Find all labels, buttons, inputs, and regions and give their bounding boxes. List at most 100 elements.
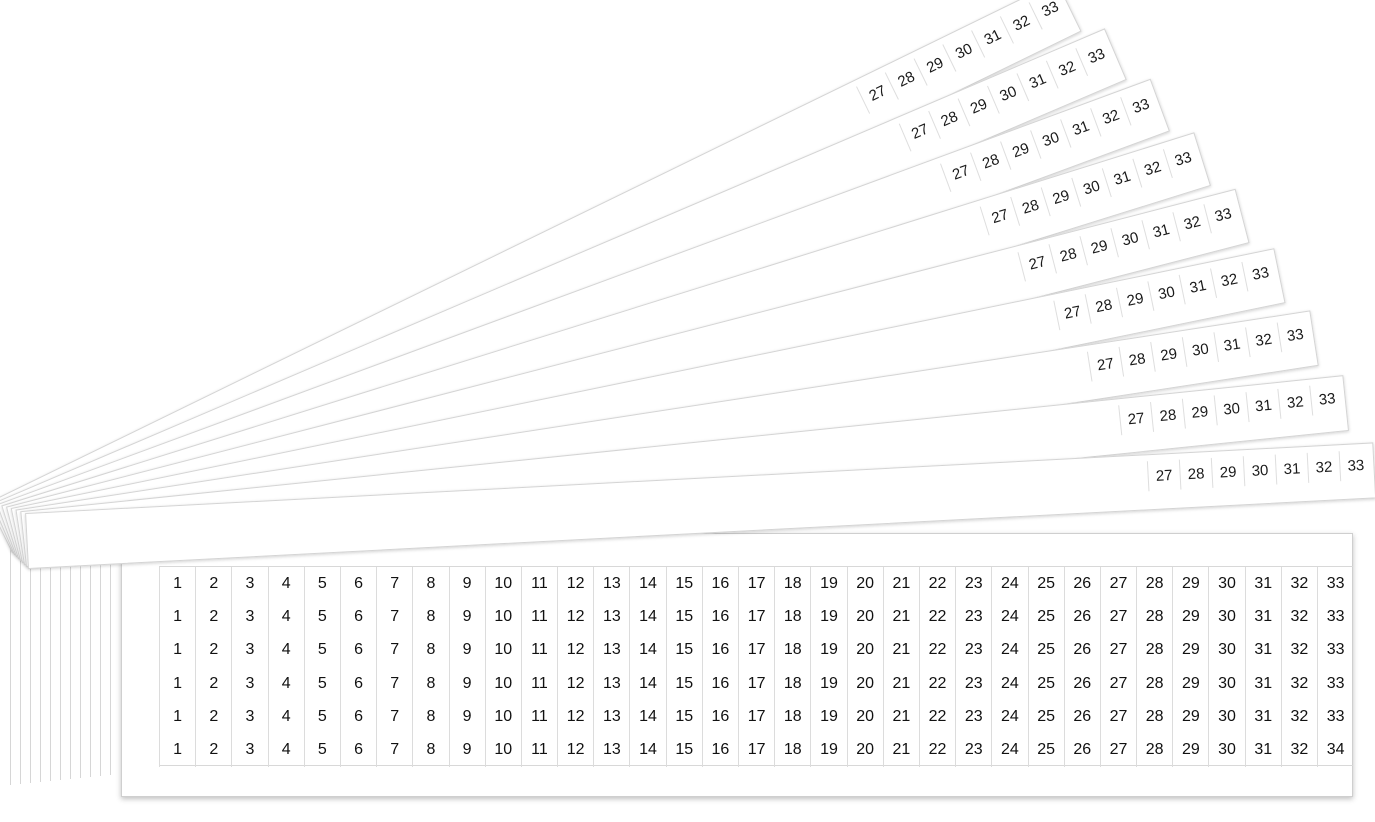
marker-number: 5 [303,600,340,634]
marker-number: 10 [484,633,521,667]
marker-number: 11 [520,567,557,601]
marker-number: 8 [412,633,448,667]
marker-number: 22 [918,666,955,701]
marker-number: 22 [918,633,955,667]
marker-number: 13 [593,600,629,634]
marker-number: 20 [846,666,883,701]
marker-number: 5 [303,666,340,701]
marker-number: 6 [339,700,376,734]
marker-number: 4 [267,733,304,767]
card-edge [100,536,110,776]
marker-number: 33 [1317,666,1353,701]
marker-number: 32 [1280,567,1317,601]
marker-number: 4 [267,633,304,667]
marker-number: 14 [629,567,665,601]
marker-number: 26 [1063,567,1100,601]
marker-number: 21 [882,600,919,634]
marker-number: 8 [412,600,448,634]
marker-number: 13 [593,567,629,601]
marker-number: 26 [1063,600,1100,634]
card-edge [110,535,120,775]
marker-number: 11 [520,600,557,634]
marker-number: 31 [1244,567,1281,601]
marker-number: 10 [484,700,521,734]
marker-number: 5 [303,567,340,601]
marker-number: 19 [810,733,846,767]
marker-number: 16 [701,733,738,767]
card-edge [70,539,80,779]
marker-number: 33 [1317,600,1353,634]
marker-number: 29 [1172,567,1208,601]
marker-number: 21 [882,666,919,701]
marker-number: 11 [520,633,557,667]
marker-number: 28 [1136,600,1172,634]
marker-number: 18 [774,633,810,667]
card-edge [50,541,60,781]
fanned-strip-number: 29 [1150,337,1187,372]
marker-number: 31 [1244,600,1281,634]
marker-number: 17 [738,567,774,601]
marker-number: 21 [882,567,919,601]
fanned-strip-number: 33 [1309,382,1345,416]
marker-number: 12 [557,633,593,667]
marker-number: 10 [484,733,521,767]
marker-number: 34 [1317,733,1353,767]
marker-number: 33 [1317,633,1353,667]
marker-number: 7 [376,567,412,601]
marker-number: 1 [159,666,195,701]
marker-number: 15 [665,733,702,767]
marker-number: 5 [303,700,340,734]
marker-number: 22 [918,600,955,634]
marker-number: 16 [701,633,738,667]
marker-number: 31 [1244,733,1281,767]
marker-number: 33 [1317,567,1353,601]
marker-number: 32 [1280,633,1317,667]
marker-number: 3 [231,700,267,734]
marker-number: 17 [738,633,774,667]
marker-number: 17 [738,733,774,767]
marker-number: 24 [991,733,1027,767]
fanned-strip-number: 32 [1306,451,1341,483]
marker-number: 27 [1099,567,1136,601]
marker-number: 31 [1244,700,1281,734]
marker-number: 32 [1280,700,1317,734]
marker-number: 28 [1136,666,1172,701]
marker-number: 27 [1099,700,1136,734]
fanned-strip-number: 28 [1178,457,1213,490]
marker-number: 24 [991,666,1027,701]
marker-number: 6 [339,600,376,634]
fanned-strip-number: 28 [1150,398,1185,432]
card-edge [90,537,100,777]
marker-number: 28 [1136,700,1172,734]
marker-number: 26 [1063,633,1100,667]
marker-number: 22 [918,733,955,767]
marker-number: 20 [846,733,883,767]
marker-number: 23 [955,600,991,634]
marker-number: 30 [1208,733,1244,767]
marker-number: 22 [918,567,955,601]
marker-number: 4 [267,666,304,701]
marker-number: 30 [1208,567,1244,601]
marker-number: 23 [955,567,991,601]
fanned-strip-number: 29 [1210,456,1245,488]
marker-number: 25 [1027,633,1064,667]
marker-number: 23 [955,633,991,667]
marker-number: 30 [1208,700,1244,734]
fanned-strip-number: 32 [1277,385,1313,419]
marker-number: 9 [448,567,485,601]
fanned-strip-number: 27 [1146,459,1181,492]
marker-number: 9 [448,666,485,701]
stacked-card-edges [10,535,125,785]
marker-number: 1 [159,600,195,634]
fanned-strip-number: 33 [1203,196,1242,234]
marker-number: 1 [159,733,195,767]
marker-number: 9 [448,733,485,767]
fanned-strip-number: 30 [1242,454,1277,487]
marker-number: 32 [1280,600,1317,634]
marker-number: 19 [810,700,846,734]
marker-number: 2 [195,567,231,601]
marker-number: 18 [774,600,810,634]
card-edge [80,538,90,778]
marker-number: 12 [557,666,593,701]
